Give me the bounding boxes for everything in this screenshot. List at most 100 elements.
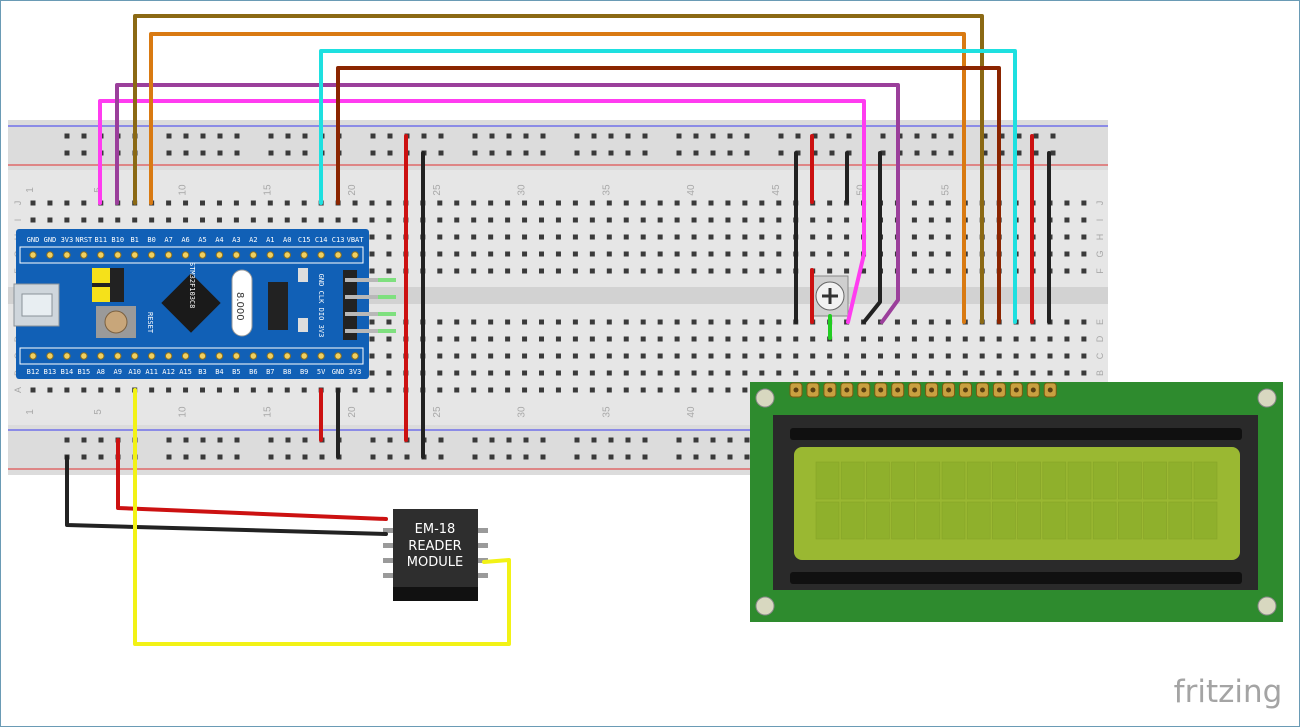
rail-hole xyxy=(608,150,614,156)
breadboard-hole xyxy=(708,268,714,274)
breadboard-hole xyxy=(1013,336,1019,342)
stm32-pin-label: B1 xyxy=(130,236,138,244)
breadboard-hole xyxy=(505,319,511,325)
swd-pin-tip xyxy=(378,295,396,299)
rfid-pin-left xyxy=(383,543,395,548)
crystal-oscillator xyxy=(231,269,253,337)
stm32-pin xyxy=(29,251,37,259)
breadboard-hole xyxy=(606,370,612,376)
stm32-pin-label: B11 xyxy=(94,236,107,244)
breadboard-hole xyxy=(945,217,951,223)
breadboard-hole xyxy=(233,387,239,393)
breadboard-hole xyxy=(454,336,460,342)
breadboard-hole xyxy=(200,200,205,206)
reset-button xyxy=(104,310,128,334)
breadboard-hole xyxy=(98,217,104,223)
breadboard-hole xyxy=(606,200,612,206)
swd-pin xyxy=(345,312,395,316)
column-number-bottom: 1 xyxy=(25,409,36,415)
breadboard-hole xyxy=(1081,251,1087,257)
lcd-character-cell xyxy=(815,461,840,500)
stm32-pin-label: A10 xyxy=(128,368,141,376)
lcd-mount-hole-bl xyxy=(755,596,775,616)
rail-hole xyxy=(489,437,495,443)
breadboard-hole xyxy=(183,217,189,223)
rail-hole xyxy=(506,454,512,460)
column-number-bottom: 35 xyxy=(601,406,612,418)
rail-hole xyxy=(166,454,172,460)
breadboard-hole xyxy=(861,353,867,359)
stm32-pin xyxy=(131,251,139,259)
breadboard-hole xyxy=(555,319,561,325)
lcd-16x2-display xyxy=(750,382,1283,622)
rail-hole xyxy=(591,454,597,460)
breadboard-hole xyxy=(301,217,307,223)
rail-hole xyxy=(387,454,393,460)
wire-pink xyxy=(98,99,866,324)
column-number-top: 50 xyxy=(856,184,867,196)
breadboard-hole xyxy=(742,268,748,274)
stm32-pin-label: B5 xyxy=(232,368,240,376)
breadboard-hole xyxy=(488,353,494,359)
stm32-pin-label: A4 xyxy=(215,236,223,244)
breadboard-hole xyxy=(47,200,53,206)
breadboard-hole xyxy=(352,217,358,223)
stm32-pin-label: 5V xyxy=(317,368,326,376)
breadboard-hole xyxy=(471,336,477,342)
stm32-pin-label: VBAT xyxy=(347,236,365,244)
rail-hole xyxy=(625,454,631,460)
stm32-pin xyxy=(80,251,88,259)
column-number-bottom: 5 xyxy=(93,409,104,415)
rail-hole xyxy=(574,437,580,443)
rail-hole xyxy=(1016,150,1022,156)
rfid-label-line2: READER xyxy=(408,539,461,554)
breadboard-hole xyxy=(589,370,595,376)
lcd-pin-hole xyxy=(861,387,867,393)
rail-hole xyxy=(302,454,308,460)
row-label: E xyxy=(1095,319,1105,325)
stm32-pin xyxy=(266,251,274,259)
rail-hole xyxy=(948,133,954,139)
rail-hole xyxy=(625,150,631,156)
breadboard-hole xyxy=(488,387,494,393)
breadboard-hole xyxy=(250,200,256,206)
stm32-pin-label: B10 xyxy=(111,236,124,244)
breadboard-hole xyxy=(861,370,867,376)
stm32-pin xyxy=(300,352,308,360)
breadboard-hole xyxy=(691,336,697,342)
breadboard-hole xyxy=(623,217,629,223)
rail-hole xyxy=(200,437,206,443)
rail-hole xyxy=(200,150,206,156)
rfid-pin-right xyxy=(476,543,488,548)
breadboard-hole xyxy=(911,251,917,257)
breadboard-hole xyxy=(962,370,968,376)
breadboard-hole xyxy=(979,353,985,359)
row-label: F xyxy=(1095,268,1105,274)
breadboard-hole xyxy=(674,251,680,257)
rail-hole xyxy=(285,150,291,156)
breadboard-hole xyxy=(827,370,833,376)
breadboard-hole xyxy=(606,353,612,359)
breadboard-hole xyxy=(572,370,578,376)
rail-hole xyxy=(472,150,478,156)
em18-rfid-module: EM-18 READER MODULE xyxy=(383,509,488,601)
column-number-top: 35 xyxy=(601,184,612,196)
breadboard-hole xyxy=(657,251,663,257)
breadboard-hole xyxy=(539,200,544,206)
breadboard-hole xyxy=(522,268,528,274)
stm32-pin xyxy=(317,251,325,259)
stm32-mcu-chip xyxy=(161,273,221,333)
breadboard-hole xyxy=(708,251,714,257)
stm32-pin-label: B3 xyxy=(198,368,206,376)
fritzing-watermark: fritzing xyxy=(1174,674,1283,710)
breadboard-hole xyxy=(606,217,612,223)
breadboard-hole xyxy=(522,319,528,325)
stm32-pin xyxy=(249,251,258,259)
rail-hole xyxy=(217,133,223,139)
breadboard-hole xyxy=(725,387,731,393)
rail-hole xyxy=(387,437,393,443)
lcd-character-cell xyxy=(1143,501,1167,540)
breadboard-hole xyxy=(725,268,731,274)
breadboard-hole xyxy=(657,353,663,359)
